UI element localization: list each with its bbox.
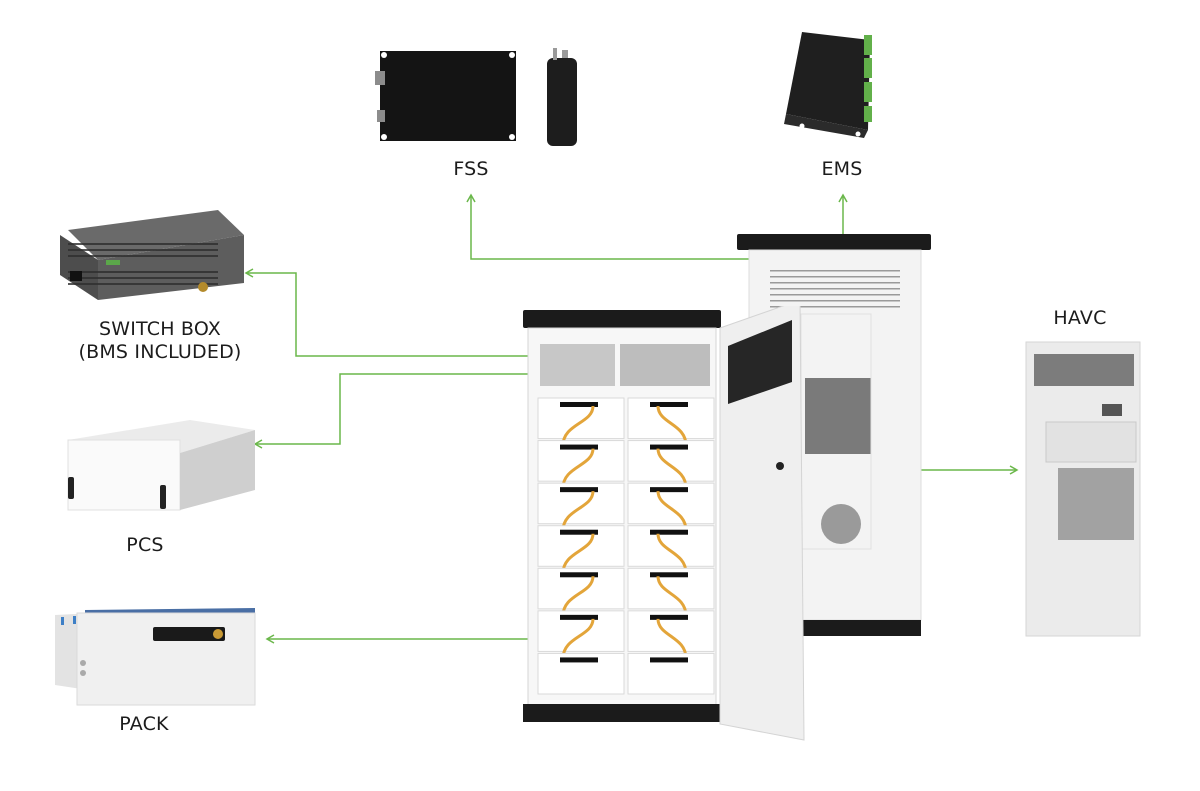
label-switch-box-line2: (BMS INCLUDED) — [78, 341, 242, 363]
label-pack: PACK — [119, 713, 169, 735]
module-terminal-bar — [650, 444, 688, 450]
label-fss: FSS — [453, 158, 489, 180]
label-switch-box-line1: SWITCH BOX — [99, 318, 221, 340]
pcs-image — [67, 420, 255, 511]
ems-image — [784, 32, 872, 138]
module-terminal-bar — [560, 572, 598, 578]
module-terminal-bar — [650, 572, 688, 578]
connector-pcs — [253, 373, 654, 449]
label-switch-box: SWITCH BOX (BMS INCLUDED) — [60, 318, 260, 364]
module-terminal-bar — [560, 487, 598, 493]
label-pcs: PCS — [126, 534, 164, 556]
connector-fss — [466, 193, 756, 260]
module-terminal-bar — [560, 402, 598, 407]
connector-switch-box — [244, 268, 557, 357]
battery-cabinet-image — [523, 306, 805, 741]
module-terminal-bar — [650, 657, 688, 663]
switch-box-image — [60, 210, 244, 300]
module-terminal-bar — [650, 487, 688, 493]
module-terminal-bar — [560, 444, 598, 450]
module-terminal-bar — [560, 529, 598, 535]
module-terminal-bar — [650, 402, 688, 407]
fss-image — [375, 48, 577, 146]
module-terminal-bar — [560, 614, 598, 620]
havc-image — [1025, 341, 1141, 637]
label-ems: EMS — [821, 158, 863, 180]
label-havc: HAVC — [1053, 307, 1107, 329]
battery-module — [627, 652, 715, 695]
module-terminal-bar — [650, 529, 688, 535]
module-terminal-bar — [650, 614, 688, 620]
module-terminal-bar — [560, 657, 598, 663]
pack-image — [55, 608, 256, 706]
